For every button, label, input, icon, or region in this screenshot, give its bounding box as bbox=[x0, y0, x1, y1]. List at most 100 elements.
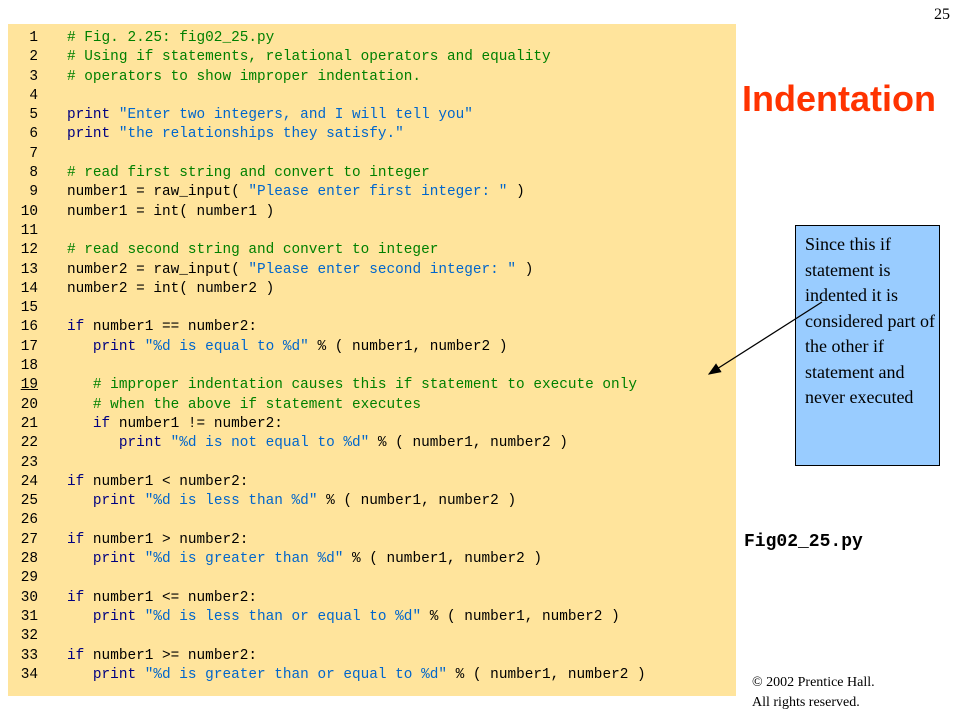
code-text: number2 = int( number2 ) bbox=[67, 280, 274, 299]
code-line: 2 # Using if statements, relational opera… bbox=[8, 48, 550, 67]
line-number: 20 bbox=[20, 396, 38, 413]
line-number: 31 bbox=[20, 608, 38, 625]
line-number: 19 bbox=[20, 377, 38, 394]
code-text: if number1 < number2: bbox=[67, 473, 248, 492]
copyright-notice: © 2002 Prentice Hall. All rights reserve… bbox=[752, 673, 875, 713]
line-number: 2 bbox=[29, 49, 38, 66]
code-text: if number1 == number2: bbox=[67, 318, 257, 337]
code-token: "Enter two integers, and I will tell you… bbox=[118, 107, 473, 124]
line-number: 17 bbox=[20, 338, 38, 355]
code-token: print bbox=[92, 493, 145, 510]
line-number: 7 bbox=[29, 145, 38, 162]
code-token: if bbox=[67, 531, 93, 548]
line-number: 6 bbox=[29, 126, 38, 143]
code-token: number1 <= number2: bbox=[92, 589, 258, 606]
code-line: 16 if number1 == number2: bbox=[8, 318, 257, 337]
code-line: 3 # operators to show improper indentatio… bbox=[8, 68, 421, 87]
code-text: # Using if statements, relational operat… bbox=[67, 48, 551, 67]
code-token: # Fig. 2.25: fig02_25.py bbox=[67, 30, 275, 46]
line-number: 30 bbox=[20, 589, 38, 606]
file-label: Fig02_25.py bbox=[744, 532, 863, 552]
code-line: 4 bbox=[8, 87, 38, 106]
code-token: number1 != number2: bbox=[118, 415, 283, 432]
code-text: # Fig. 2.25: fig02_25.py bbox=[67, 29, 274, 48]
code-token: ) bbox=[516, 261, 534, 278]
line-number: 26 bbox=[20, 512, 38, 529]
code-line: 8 # read first string and convert to inte… bbox=[8, 164, 429, 183]
code-text: # read first string and convert to integ… bbox=[67, 164, 430, 183]
code-text: print "%d is less than or equal to %d" %… bbox=[67, 608, 620, 627]
code-token: # improper indentation causes this if st… bbox=[92, 377, 637, 394]
code-token: print bbox=[118, 435, 171, 452]
line-number: 18 bbox=[20, 358, 38, 375]
code-text: # improper indentation causes this if st… bbox=[67, 376, 637, 395]
line-number: 8 bbox=[29, 165, 38, 182]
line-number: 3 bbox=[29, 68, 38, 85]
code-line: 31 print "%d is less than or equal to %d"… bbox=[8, 608, 620, 627]
code-line: 12# read second string and convert to in… bbox=[8, 241, 439, 260]
line-number: 1 bbox=[29, 30, 38, 46]
code-token: "%d is greater than or equal to %d" bbox=[144, 666, 447, 683]
code-token: # read second string and convert to inte… bbox=[67, 242, 439, 259]
line-number: 16 bbox=[20, 319, 38, 336]
code-token: number2 = int( number2 ) bbox=[67, 280, 275, 297]
code-token: number1 == number2: bbox=[92, 319, 258, 336]
line-number: 24 bbox=[20, 473, 38, 490]
code-token: if bbox=[67, 647, 93, 664]
line-number: 14 bbox=[20, 280, 38, 297]
line-number: 27 bbox=[20, 531, 38, 548]
code-line: 21 if number1 != number2: bbox=[8, 415, 283, 434]
code-token: "Please enter second integer: " bbox=[248, 261, 517, 278]
line-number: 4 bbox=[29, 87, 38, 104]
code-line: 18 bbox=[8, 357, 38, 376]
code-token: % ( number1, number2 ) bbox=[421, 608, 620, 625]
code-text: number1 = raw_input( "Please enter first… bbox=[67, 183, 525, 202]
code-line: 14 number2 = int( number2 ) bbox=[8, 280, 275, 299]
code-token: number2 = raw_input( bbox=[67, 261, 249, 278]
code-token: if bbox=[67, 319, 93, 336]
code-line: 23 bbox=[8, 454, 38, 473]
code-line: 7 bbox=[8, 145, 38, 164]
code-token: print bbox=[92, 608, 145, 625]
code-token: "Please enter first integer: " bbox=[248, 184, 508, 201]
code-line: 28 print "%d is greater than %d" % ( numb… bbox=[8, 550, 542, 569]
line-number: 10 bbox=[20, 203, 38, 220]
code-text: print "%d is less than %d" % ( number1, … bbox=[67, 492, 516, 511]
code-line: 32 bbox=[8, 627, 38, 646]
code-token: number1 >= number2: bbox=[92, 647, 258, 664]
code-text: print "the relationships they satisfy." bbox=[67, 125, 404, 144]
line-number: 23 bbox=[20, 454, 38, 471]
code-line: 20 # when the above if statement executes bbox=[8, 396, 421, 415]
code-token: number1 = raw_input( bbox=[67, 184, 249, 201]
code-token: number1 > number2: bbox=[92, 531, 249, 548]
callout-note: Since this if statement is indented it i… bbox=[795, 225, 940, 466]
code-token: number1 < number2: bbox=[92, 473, 249, 490]
code-token: "%d is equal to %d" bbox=[144, 338, 309, 355]
code-token: % ( number1, number2 ) bbox=[369, 435, 568, 452]
line-number: 22 bbox=[20, 435, 38, 452]
code-token: # when the above if statement executes bbox=[92, 396, 422, 413]
code-text: number2 = raw_input( "Please enter secon… bbox=[67, 261, 533, 280]
code-text: # when the above if statement executes bbox=[67, 396, 421, 415]
line-number: 5 bbox=[29, 107, 38, 124]
line-number: 28 bbox=[20, 551, 38, 568]
code-text: # operators to show improper indentation… bbox=[67, 68, 421, 87]
code-token: "%d is greater than %d" bbox=[144, 551, 344, 568]
code-line: 27 if number1 > number2: bbox=[8, 531, 249, 550]
code-token: # Using if statements, relational operat… bbox=[67, 49, 551, 66]
line-number: 11 bbox=[20, 222, 38, 239]
line-number: 29 bbox=[20, 570, 38, 587]
code-line: 19 # improper indentation causes this if … bbox=[8, 376, 637, 395]
code-line: 6 print "the relationships they satisfy." bbox=[8, 125, 403, 144]
line-number: 21 bbox=[20, 415, 38, 432]
code-text: if number1 != number2: bbox=[67, 415, 283, 434]
code-text: print "%d is greater than or equal to %d… bbox=[67, 666, 646, 685]
code-text: if number1 > number2: bbox=[67, 531, 248, 550]
code-line: 15 bbox=[8, 299, 38, 318]
code-text: print "%d is greater than %d" % ( number… bbox=[67, 550, 542, 569]
